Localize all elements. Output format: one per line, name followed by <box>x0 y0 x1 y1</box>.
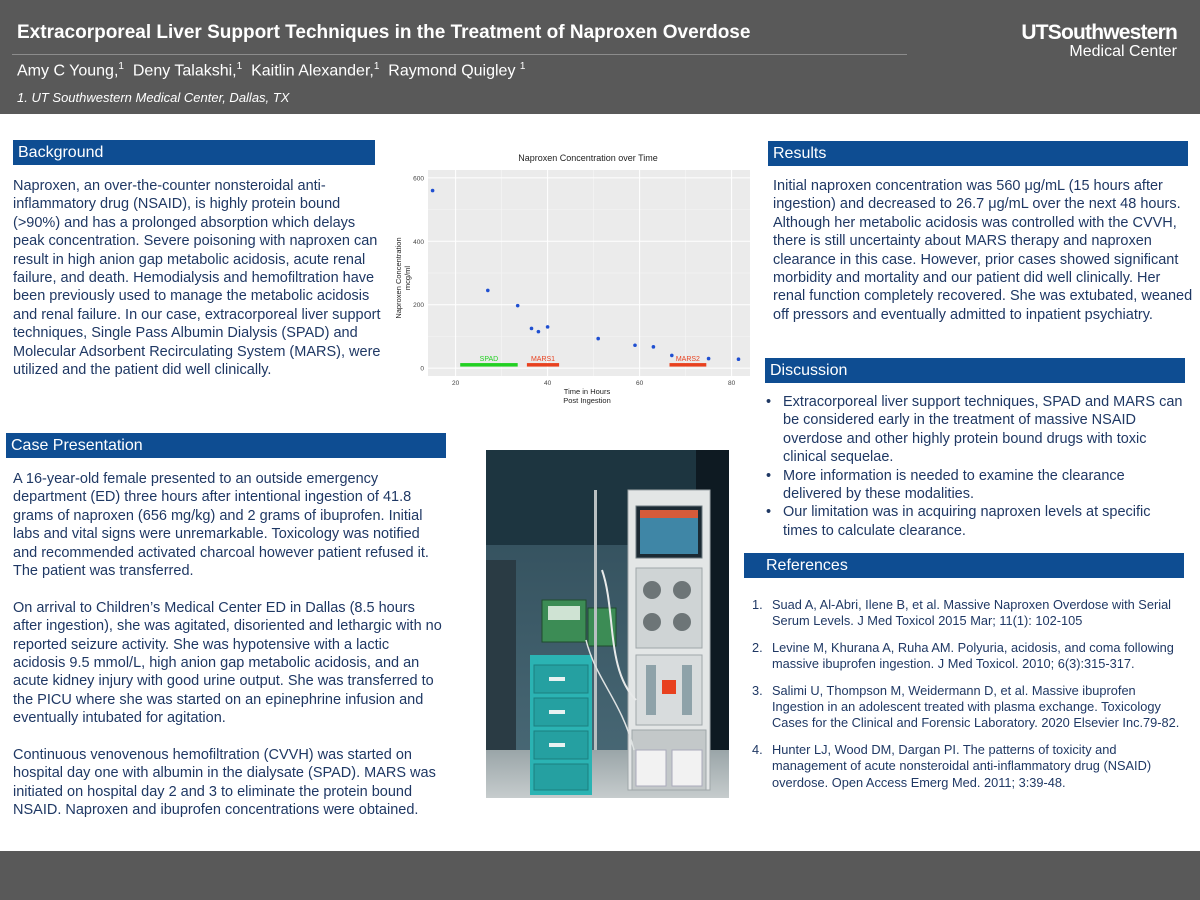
chart-y-tick-label: 200 <box>413 302 424 309</box>
poster-footer <box>0 851 1200 900</box>
chart-data-point <box>633 343 637 348</box>
chart-interval-bar <box>669 363 707 367</box>
chart-data-point <box>529 326 534 331</box>
naproxen-concentration-chart: Naproxen Concentration over Time 0 200 400… <box>394 153 750 405</box>
discussion-bullet: More information is needed to examine th… <box>766 467 1186 504</box>
chart-data-point <box>651 345 656 349</box>
chart-data-point <box>736 357 741 362</box>
discussion-bullet: Extracorporeal liver support techniques,… <box>766 393 1186 467</box>
chart-data-point <box>430 188 435 193</box>
poster-title: Extracorporeal Liver Support Techniques … <box>17 22 751 43</box>
chart-x-axis-label: Time in Hours <box>564 387 611 396</box>
results-heading: Results <box>768 141 1188 166</box>
title-divider <box>12 54 907 55</box>
reference-number: 4. <box>752 741 763 757</box>
chart-y-tick-label: 400 <box>413 239 424 246</box>
background-text: Naproxen, an over-the-counter nonsteroid… <box>13 178 381 379</box>
chart-data-point <box>486 288 490 293</box>
discussion-list: Extracorporeal liver support techniques,… <box>766 393 1186 540</box>
discussion-bullet: Our limitation was in acquiring naproxen… <box>766 503 1186 540</box>
case-paragraph: On arrival to Children’s Medical Center … <box>13 599 442 727</box>
chart-x-tick-label: 40 <box>544 380 552 387</box>
reference-item: 2. Levine M, Khurana A, Ruha AM. Polyuria… <box>752 640 1188 673</box>
reference-text: Salimi U, Thompson M, Weidermann D, et a… <box>772 682 1180 731</box>
author-name: Kaitlin Alexander, <box>251 62 374 80</box>
logo-wordmark: UTSouthwestern <box>1021 21 1177 44</box>
reference-item: 3. Salimi U, Thompson M, Weidermann D, et… <box>752 683 1188 732</box>
chart-interval-label: SPAD <box>480 356 499 363</box>
reference-text: Hunter LJ, Wood DM, Dargan PI. The patte… <box>772 741 1152 790</box>
chart-tick-labels: 0 200 400 600 20 40 60 80 <box>413 175 735 387</box>
chart-interval-label: MARS2 <box>676 356 700 363</box>
case-paragraph: Continuous venovenous hemofiltration (CV… <box>13 747 436 819</box>
chart-data-point <box>596 336 600 341</box>
reference-number: 2. <box>752 639 763 655</box>
reference-text: Suad A, Al-Abri, Ilene B, et al. Massive… <box>772 597 1172 629</box>
chart-data-point <box>545 325 550 329</box>
chart-interval-label: MARS1 <box>531 356 555 363</box>
chart-interval-bar <box>460 363 518 367</box>
results-text: Initial naproxen concentration was 560 μ… <box>773 178 1193 323</box>
references-list: 1. Suad A, Al-Abri, Ilene B, et al. Massi… <box>752 597 1188 801</box>
chart-y-tick-label: 600 <box>413 175 424 182</box>
chart-data-point <box>515 303 520 308</box>
reference-text: Levine M, Khurana A, Ruha AM. Polyuria, … <box>772 639 1174 672</box>
author-affiliation-mark: 1 <box>373 61 380 72</box>
mars-machine-photo <box>486 450 729 798</box>
case-presentation-heading: Case Presentation <box>6 433 446 458</box>
author-affiliation-mark: 1 <box>519 61 526 72</box>
chart-x-tick-label: 20 <box>452 380 460 387</box>
chart-y-axis-label: mcg/ml <box>403 266 412 291</box>
author-name: Deny Talakshi, <box>132 62 237 80</box>
chart-data-point <box>536 329 541 334</box>
case-paragraph: A 16-year-old female presented to an out… <box>13 471 429 580</box>
chart-data-points <box>430 188 741 362</box>
background-heading: Background <box>13 140 375 165</box>
author-affiliation-mark: 1 <box>236 61 243 72</box>
poster-header: Extracorporeal Liver Support Techniques … <box>0 0 1200 114</box>
reference-number: 1. <box>752 597 763 612</box>
chart-x-axis-label: Post Ingestion <box>563 396 611 405</box>
chart-x-tick-label: 80 <box>728 380 736 387</box>
chart-data-point <box>670 353 674 358</box>
discussion-heading: Discussion <box>765 358 1185 383</box>
chart-title: Naproxen Concentration over Time <box>518 153 658 163</box>
chart-interval-bar <box>526 363 560 367</box>
reference-item: 1. Suad A, Al-Abri, Ilene B, et al. Massi… <box>752 597 1188 630</box>
author-list: Amy C Young,1 Deny Talakshi,1 Kaitlin Al… <box>17 61 525 80</box>
chart-gridlines <box>428 170 750 376</box>
reference-number: 3. <box>752 682 763 698</box>
logo-subtitle: Medical Center <box>1069 43 1177 60</box>
reference-item: 4. Hunter LJ, Wood DM, Dargan PI. The pat… <box>752 742 1188 791</box>
chart-x-tick-label: 60 <box>636 380 644 387</box>
references-heading: References <box>744 553 1184 578</box>
affiliation: 1. UT Southwestern Medical Center, Dalla… <box>17 90 290 105</box>
chart-y-tick-label: 0 <box>420 366 424 373</box>
ut-southwestern-logo: UTSouthwestern Medical Center <box>1021 22 1177 61</box>
chart-data-point <box>706 356 711 361</box>
author-affiliation-mark: 1 <box>118 61 124 72</box>
chart-y-axis-label: Naproxen Concentration <box>394 237 403 318</box>
case-presentation-text: A 16-year-old female presented to an out… <box>13 470 443 820</box>
author-name: Amy C Young, <box>17 62 119 80</box>
chart-treatment-intervals: SPAD MARS1 MARS2 <box>460 356 707 367</box>
author-name: Raymond Quigley <box>388 62 516 80</box>
